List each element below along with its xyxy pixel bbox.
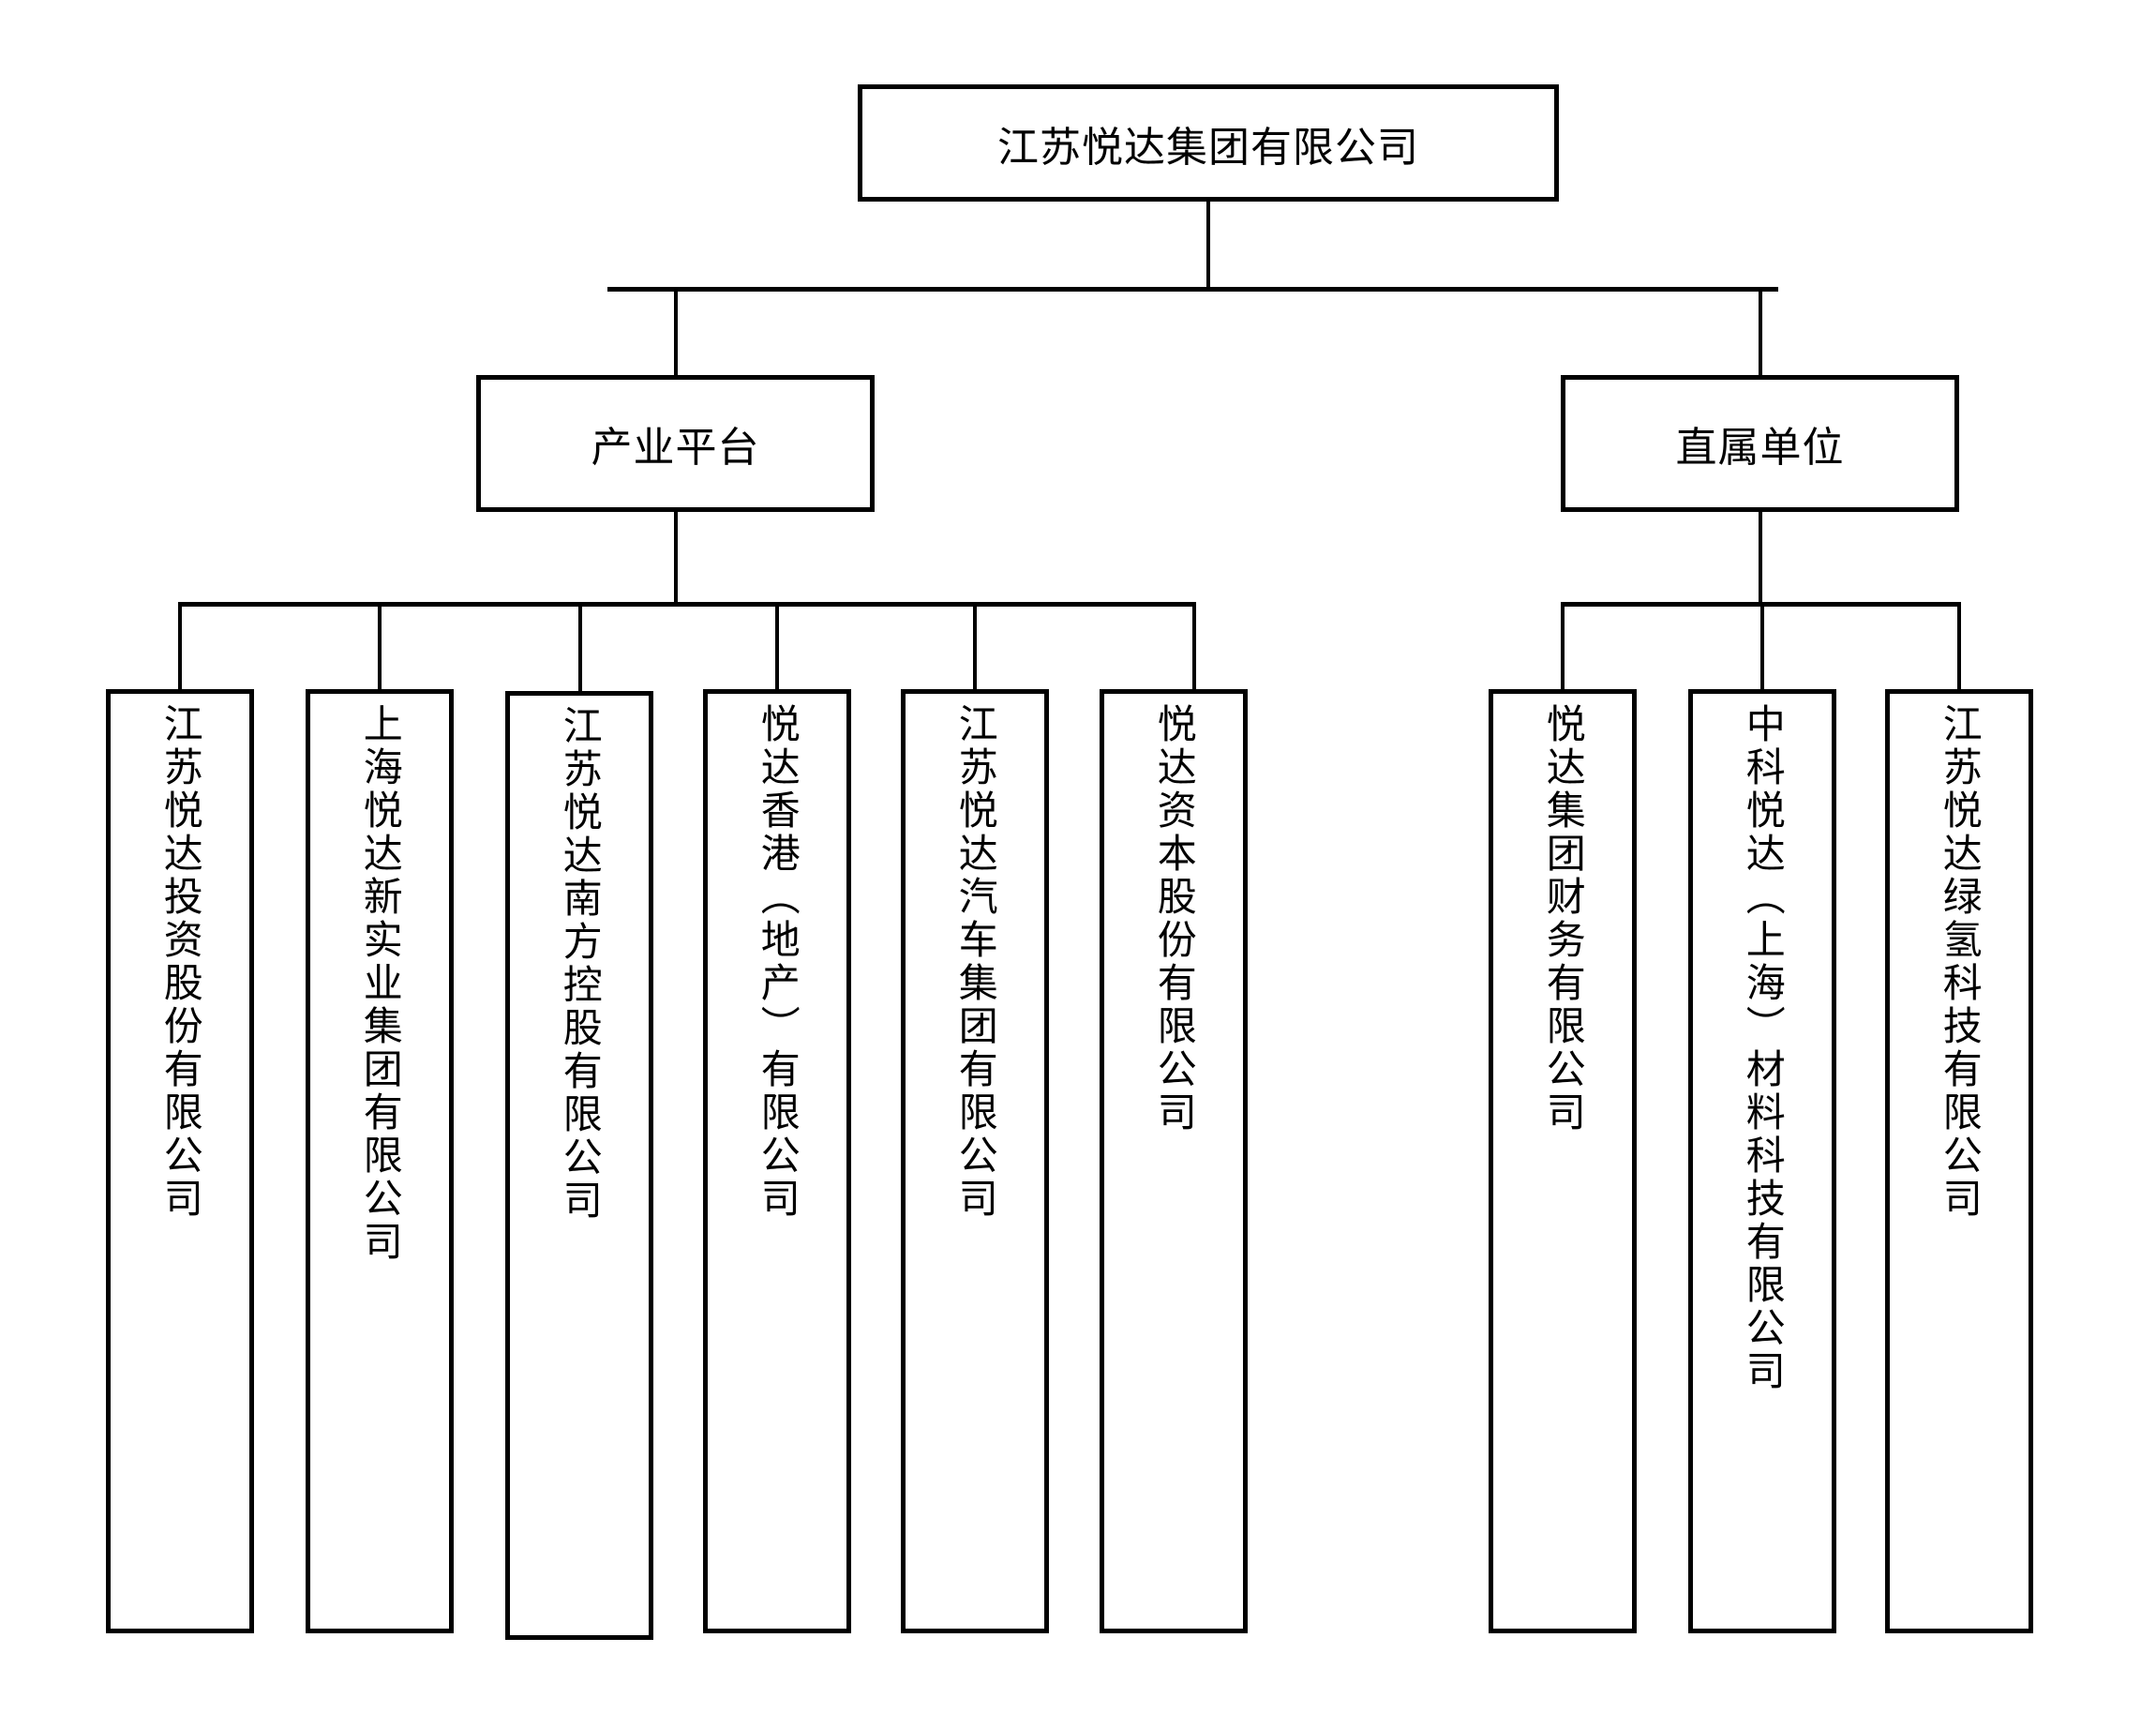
- node-group-direct-units-label: 直属单位: [1675, 425, 1845, 471]
- node-subsidiary-jiangsu-yueda-nanfang-holding[interactable]: 江苏悦达南方控股有限公司: [505, 691, 653, 1640]
- node-group-direct-units[interactable]: 直属单位: [1561, 375, 1959, 512]
- connector-leaf-drop-7: [1561, 602, 1565, 691]
- node-subsidiary-jiangsu-yueda-green-hydrogen[interactable]: 江苏悦达绿氢科技有限公司: [1885, 689, 2033, 1633]
- connector-industry-platform-stem: [674, 512, 678, 604]
- node-subsidiary-shanghai-yueda-new-industry[interactable]: 上海悦达新实业集团有限公司: [306, 689, 454, 1633]
- connector-leaf-drop-3: [578, 602, 582, 693]
- node-subsidiary-zhongke-yueda-shanghai-materials[interactable]: 中科悦达（上海）材料科技有限公司: [1688, 689, 1836, 1633]
- connector-leaf-drop-6: [1192, 602, 1196, 691]
- connector-leaf-drop-8: [1760, 602, 1764, 691]
- connector-leaf-drop-1: [178, 602, 182, 691]
- node-subsidiary-jiangsu-yueda-automobile[interactable]: 江苏悦达汽车集团有限公司: [901, 689, 1049, 1633]
- node-subsidiary-label: 上海悦达新实业集团有限公司: [358, 703, 403, 1264]
- node-subsidiary-label: 江苏悦达绿氢科技有限公司: [1938, 703, 1983, 1221]
- node-root-company[interactable]: 江苏悦达集团有限公司: [858, 84, 1559, 202]
- connector-level2-bus: [607, 287, 1778, 292]
- node-group-industry-platform-label: 产业平台: [591, 425, 760, 471]
- node-subsidiary-jiangsu-yueda-investment[interactable]: 江苏悦达投资股份有限公司: [106, 689, 254, 1633]
- node-subsidiary-label: 江苏悦达投资股份有限公司: [158, 703, 203, 1221]
- connector-leaf-drop-5: [973, 602, 977, 691]
- node-subsidiary-yueda-capital[interactable]: 悦达资本股份有限公司: [1100, 689, 1248, 1633]
- node-subsidiary-label: 悦达香港（地产）有限公司: [756, 703, 801, 1221]
- connector-leaf-drop-2: [378, 602, 382, 691]
- node-root-company-label: 江苏悦达集团有限公司: [997, 124, 1419, 171]
- connector-leaf-drop-9: [1957, 602, 1961, 691]
- connector-root-stem: [1206, 202, 1210, 291]
- node-subsidiary-label: 中科悦达（上海）材料科技有限公司: [1741, 703, 1786, 1393]
- connector-to-direct-units: [1759, 287, 1762, 379]
- connector-direct-units-stem: [1759, 512, 1762, 604]
- connector-to-industry-platform: [674, 287, 678, 379]
- node-subsidiary-label: 江苏悦达汽车集团有限公司: [953, 703, 998, 1221]
- node-subsidiary-label: 悦达集团财务有限公司: [1541, 703, 1586, 1134]
- node-subsidiary-yueda-hongkong-property[interactable]: 悦达香港（地产）有限公司: [703, 689, 851, 1633]
- node-subsidiary-yueda-group-finance[interactable]: 悦达集团财务有限公司: [1489, 689, 1637, 1633]
- node-group-industry-platform[interactable]: 产业平台: [476, 375, 875, 512]
- node-subsidiary-label: 悦达资本股份有限公司: [1152, 703, 1197, 1134]
- node-subsidiary-label: 江苏悦达南方控股有限公司: [558, 705, 603, 1223]
- connector-industry-leaf-bus: [178, 602, 1196, 607]
- connector-leaf-drop-4: [775, 602, 779, 691]
